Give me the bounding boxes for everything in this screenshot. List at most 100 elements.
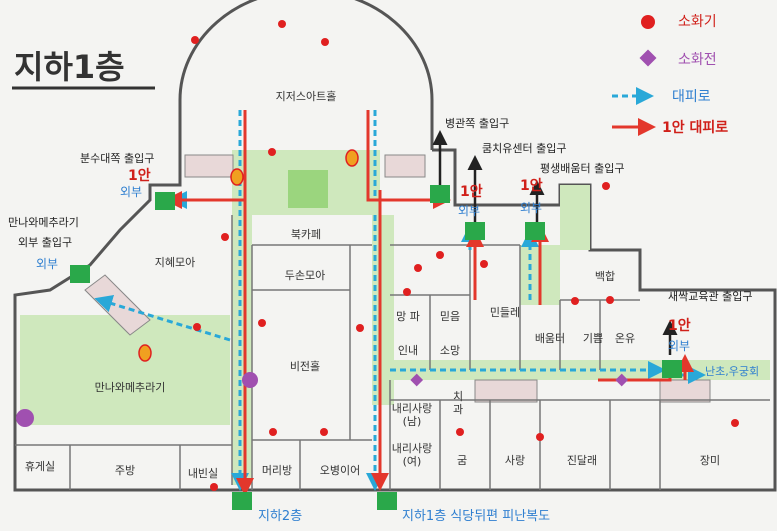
exit-sign-icon <box>232 492 252 510</box>
room-meoribang: 머리방 <box>262 464 292 477</box>
fire-extinguisher-icon <box>641 15 655 29</box>
fire-hydrant-icon <box>615 373 629 387</box>
room-jangmi: 장미 <box>700 454 720 467</box>
fire-extinguisher-icon <box>571 297 579 305</box>
svg-text:1안: 1안 <box>460 183 483 200</box>
room-innae: 인내 <box>398 344 418 357</box>
fire-extinguisher-icon <box>436 251 444 259</box>
room-manpa: 망 파 <box>396 310 420 323</box>
room-gippeum: 기쁨 <box>583 332 603 345</box>
fire-extinguisher-icon <box>320 428 328 436</box>
svg-text:외부: 외부 <box>520 201 542 215</box>
fire-extinguisher-icon <box>321 38 329 46</box>
entrance-manna-outer-2: 외부 출입구 <box>18 236 72 249</box>
room-somang: 소망 <box>440 344 460 357</box>
fire-extinguisher-icon <box>268 148 276 156</box>
fire-extinguisher-icon <box>606 296 614 304</box>
fire-extinguisher-icon <box>221 233 229 241</box>
fire-extinguisher-icon <box>414 264 422 272</box>
fire-extinguisher-icon <box>230 168 244 186</box>
room-lounge: 휴게실 <box>25 460 55 473</box>
fire-extinguisher-icon <box>536 433 544 441</box>
room-vision: 비전홀 <box>290 360 320 373</box>
entrance-labels: 분수대쪽 출입구 만나와메추라기 외부 출입구 병관쪽 출입구 쿰치유센터 출입… <box>8 117 759 378</box>
room-mindeulle: 민들레 <box>490 306 520 319</box>
stairs <box>84 154 711 403</box>
entrance-pyeongsaeng: 평생배움터 출입구 <box>540 162 624 175</box>
exit-sign-icon <box>155 192 175 210</box>
fire-extinguisher-icon <box>191 36 199 44</box>
room-baechungteo: 배움터 <box>535 332 565 345</box>
room-jihye: 지혜모아 <box>155 256 195 269</box>
exit-corridor-label: 지하1층 식당뒤편 피난복도 <box>402 509 550 524</box>
svg-text:외부: 외부 <box>668 339 690 353</box>
floor-title: 지하1층 <box>14 48 125 86</box>
fire-hydrant-icon <box>16 409 34 427</box>
exit-sign-icon <box>465 222 485 240</box>
room-manna-big: 만나와메추라기 <box>95 381 166 394</box>
svg-text:외부: 외부 <box>36 257 58 271</box>
fire-extinguisher-icon <box>356 324 364 332</box>
plan1-labels: 1안 1안 1안 1안 <box>128 167 691 334</box>
exit-sign-icon <box>525 222 545 240</box>
room-sarang: 사랑 <box>505 454 525 467</box>
room-mideum: 믿음 <box>440 310 460 323</box>
svg-text:1안: 1안 <box>668 317 691 334</box>
fire-extinguisher-icon <box>258 319 266 327</box>
fire-extinguisher-icon <box>278 20 286 28</box>
fire-extinguisher-icon <box>210 483 218 491</box>
room-baekhap: 백합 <box>595 270 615 283</box>
exit-sign-icon <box>430 185 450 203</box>
entrance-hospital: 병관쪽 출입구 <box>445 117 509 130</box>
exit-sign-icon <box>70 265 90 283</box>
svg-text:외부: 외부 <box>120 185 142 199</box>
entrance-nancho: 난초,우궁회 <box>705 365 759 378</box>
entrance-manna-outer-1: 만나와메추라기 <box>8 216 79 229</box>
fire-extinguisher-icon <box>345 149 359 167</box>
entrance-north-fountain: 분수대쪽 출입구 <box>80 152 154 165</box>
exit-sign-icon <box>662 360 682 378</box>
legend: 소화기 소화전 대피로 1안 대피로 <box>612 14 728 136</box>
room-kitchen: 주방 <box>115 464 135 477</box>
room-onyu: 온유 <box>615 332 635 345</box>
room-naeri-nam: 내리사랑(남) <box>392 402 432 428</box>
external-arrows <box>432 130 678 355</box>
room-duson: 두손모아 <box>285 269 325 282</box>
svg-text:1안: 1안 <box>520 177 543 194</box>
legend-primary-route: 1안 대피로 <box>662 119 728 136</box>
fire-hydrants <box>16 372 629 427</box>
room-store: 내빈실 <box>188 467 218 480</box>
room-gum: 굼 <box>457 454 467 467</box>
fire-extinguisher-icon <box>480 260 488 268</box>
exit-sign-icon <box>377 492 397 510</box>
fire-extinguisher-icon <box>403 288 411 296</box>
fire-extinguisher-icon <box>138 344 152 362</box>
room-obeng: 오병이어 <box>320 464 360 477</box>
entrance-kumchi: 쿰치유센터 출입구 <box>482 142 566 155</box>
room-labels: 지저스아트홀 북카페 지혜모아 두손모아 비전홀 만나와메추라기 휴게실 주방 … <box>25 90 720 480</box>
fire-extinguisher-icon <box>456 428 464 436</box>
room-bukcafe: 북카페 <box>291 228 321 241</box>
room-jijeo-hall: 지저스아트홀 <box>276 90 337 103</box>
exit-signs <box>70 185 682 510</box>
legend-route: 대피로 <box>672 89 711 105</box>
fire-extinguisher-icon <box>602 182 610 190</box>
fire-hydrant-icon <box>410 373 424 387</box>
large-extinguishers <box>138 149 359 362</box>
legend-hydrant: 소화전 <box>678 52 717 68</box>
outside-labels: 외부 외부 외부 외부 외부 <box>36 185 690 353</box>
fire-hydrant-icon <box>639 49 657 67</box>
room-jindallae: 진달래 <box>567 454 597 467</box>
fire-extinguisher-icon <box>193 323 201 331</box>
legend-extinguisher: 소화기 <box>678 14 717 30</box>
inner-walls <box>15 215 770 490</box>
svg-text:외부: 외부 <box>458 204 480 218</box>
fire-extinguishers <box>191 20 739 491</box>
exit-b2-label: 지하2층 <box>258 509 302 524</box>
fire-hydrant-icon <box>242 372 258 388</box>
entrance-saessak: 새싹교육관 출입구 <box>668 290 752 303</box>
fire-extinguisher-icon <box>731 419 739 427</box>
room-naeri-yeo: 내리사랑(여) <box>392 442 432 468</box>
